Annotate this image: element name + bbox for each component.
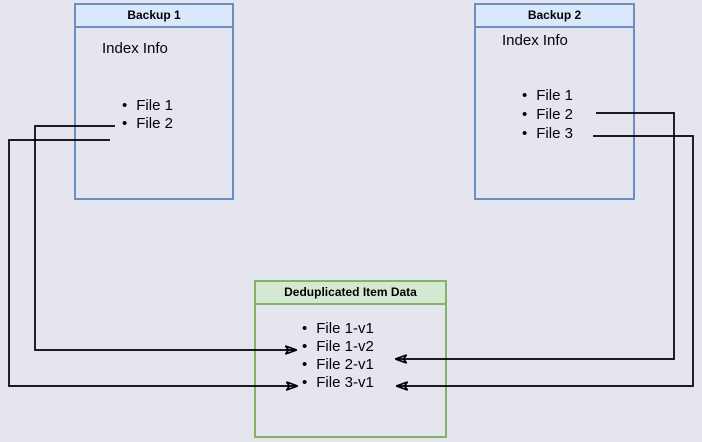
dedup-file-list: File 1-v1 File 1-v2 File 2-v1 File 3-v1 (256, 319, 445, 391)
dedup-title: Deduplicated Item Data (256, 282, 445, 305)
list-item: File 1 (76, 96, 232, 114)
bullet-icon (522, 125, 536, 142)
list-item-label: File 1-v2 (316, 337, 374, 355)
bullet-icon (122, 115, 136, 132)
list-item-label: File 1-v1 (316, 319, 374, 337)
backup1-file-list: File 1 File 2 (76, 96, 232, 132)
list-item-label: File 2 (536, 106, 573, 123)
list-item: File 2 (76, 114, 232, 132)
bullet-icon (522, 106, 536, 123)
bullet-icon (302, 320, 316, 337)
backup1-node: Backup 1 Index Info File 1 File 2 (74, 3, 234, 200)
list-item: File 2-v1 (256, 355, 445, 373)
bullet-icon (302, 338, 316, 355)
list-item: File 3 (476, 124, 633, 143)
list-item: File 1-v1 (256, 319, 445, 337)
backup2-node: Backup 2 Index Info File 1 File 2 File 3 (474, 3, 635, 200)
list-item-label: File 1 (136, 96, 173, 114)
backup2-file-list: File 1 File 2 File 3 (476, 86, 633, 143)
list-item: File 2 (476, 105, 633, 124)
backup1-title: Backup 1 (76, 5, 232, 28)
dedup-node: Deduplicated Item Data File 1-v1 File 1-… (254, 280, 447, 438)
backup2-index-info-label: Index Info (502, 32, 568, 49)
list-item: File 3-v1 (256, 373, 445, 391)
list-item: File 1-v2 (256, 337, 445, 355)
bullet-icon (522, 87, 536, 104)
backup1-index-info-label: Index Info (102, 40, 168, 57)
list-item-label: File 3 (536, 125, 573, 142)
bullet-icon (302, 356, 316, 373)
list-item-label: File 3-v1 (316, 373, 374, 391)
list-item: File 1 (476, 86, 633, 105)
bullet-icon (122, 97, 136, 114)
list-item-label: File 1 (536, 87, 573, 104)
list-item-label: File 2-v1 (316, 355, 374, 373)
bullet-icon (302, 374, 316, 391)
list-item-label: File 2 (136, 114, 173, 132)
backup2-title: Backup 2 (476, 5, 633, 28)
